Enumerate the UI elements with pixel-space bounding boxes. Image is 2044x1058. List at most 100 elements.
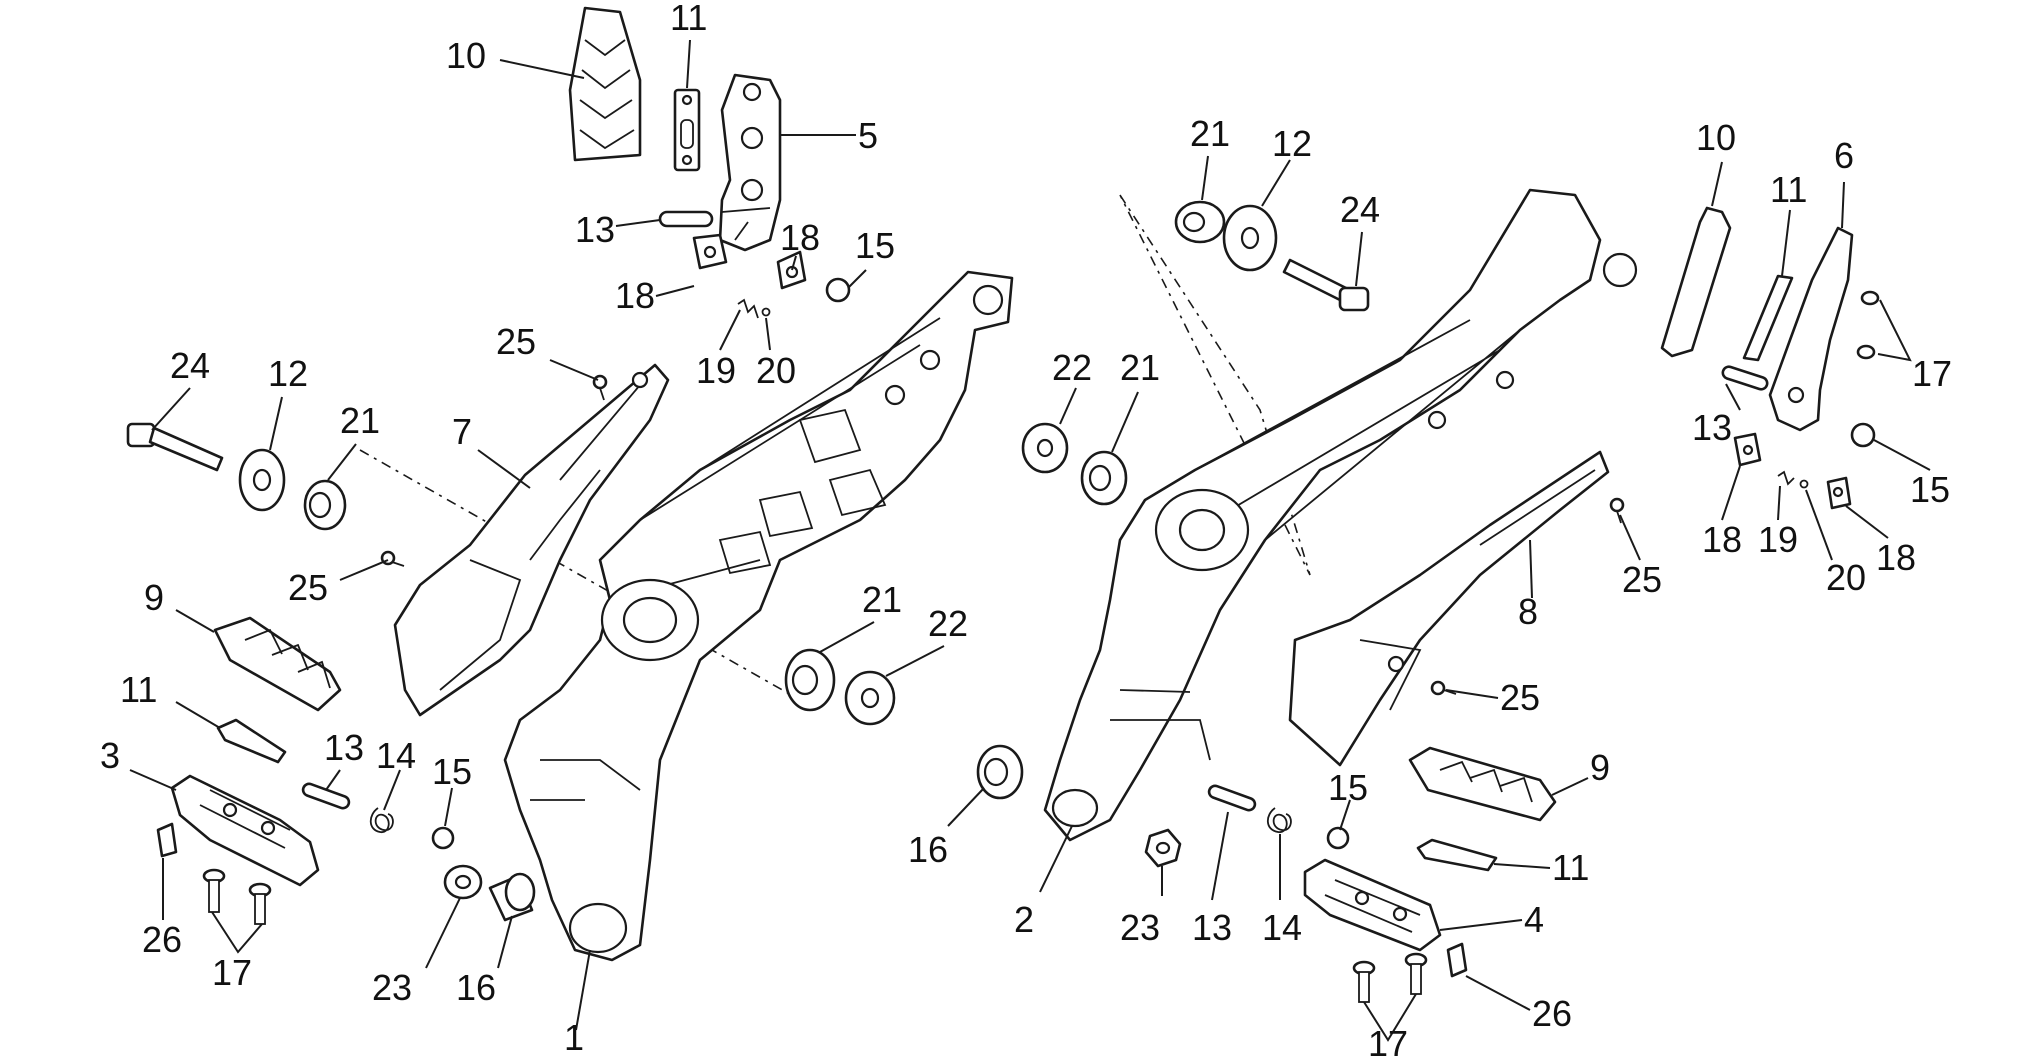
part-17-bolt-left-a bbox=[202, 868, 226, 913]
part-9-rubber-left bbox=[213, 616, 342, 712]
part-13-pin-right-bottom bbox=[1207, 784, 1257, 812]
part-11-plate-top bbox=[673, 88, 701, 172]
part-2-right-bracket bbox=[1043, 188, 1638, 842]
callout-3: 3 bbox=[100, 735, 120, 776]
part-10-rubber-pad-right bbox=[1660, 206, 1732, 358]
callout-15-left: 15 bbox=[432, 751, 472, 792]
callout-26-right: 26 bbox=[1532, 993, 1572, 1034]
part-18-clip-top-b bbox=[776, 250, 807, 290]
part-13-pin-right-top bbox=[1721, 365, 1769, 391]
part-11-plate-left bbox=[216, 718, 287, 764]
callout-18-right-b: 18 bbox=[1876, 537, 1916, 578]
part-26-bolt-left bbox=[156, 822, 178, 858]
callout-18-top-b: 18 bbox=[780, 217, 820, 258]
callout-14-left: 14 bbox=[376, 735, 416, 776]
part-22-washer-center bbox=[844, 670, 896, 726]
part-25-screw-left-b bbox=[380, 550, 405, 567]
axis-left-pivot bbox=[359, 449, 801, 701]
callout-13-right-bottom: 13 bbox=[1192, 907, 1232, 948]
callout-8: 8 bbox=[1518, 591, 1538, 632]
callout-13-left: 13 bbox=[324, 727, 364, 768]
part-13-pin-top bbox=[658, 210, 714, 228]
part-20-ball-right bbox=[1799, 479, 1809, 489]
part-7-left-heel-guard bbox=[393, 363, 670, 717]
callout-20-right: 20 bbox=[1826, 557, 1866, 598]
part-19-spring-top bbox=[737, 298, 759, 319]
callout-25-right: 25 bbox=[1500, 677, 1540, 718]
callout-13-right-top: 13 bbox=[1692, 407, 1732, 448]
part-17-bolt-right-bottom-b bbox=[1404, 952, 1428, 995]
part-22-washer-right bbox=[1021, 422, 1069, 474]
callout-17-right-top: 17 bbox=[1912, 353, 1952, 394]
part-4-right-footpeg bbox=[1303, 858, 1442, 952]
part-16-bushing-right bbox=[976, 744, 1024, 800]
part-24-bolt-right bbox=[1282, 258, 1370, 312]
part-14-spring-right bbox=[1266, 807, 1292, 833]
callout-2: 2 bbox=[1014, 899, 1034, 940]
callout-4: 4 bbox=[1524, 899, 1544, 940]
callout-11-left: 11 bbox=[120, 669, 157, 710]
part-3-left-footpeg bbox=[170, 774, 320, 887]
callout-20-left: 20 bbox=[756, 350, 796, 391]
part-12-washer-right bbox=[1222, 204, 1278, 272]
callout-6: 6 bbox=[1834, 135, 1854, 176]
part-21-bushing-left bbox=[303, 479, 347, 531]
callout-21-left: 21 bbox=[340, 400, 380, 441]
callout-24-right: 24 bbox=[1340, 189, 1380, 230]
part-8-right-heel-guard bbox=[1288, 450, 1610, 767]
callout-26-left: 26 bbox=[142, 919, 182, 960]
callout-21-right-top: 21 bbox=[1190, 113, 1230, 154]
part-11-plate-right-bottom bbox=[1416, 838, 1498, 872]
part-17-bolt-left-b bbox=[248, 882, 272, 925]
callout-16-right: 16 bbox=[908, 829, 948, 870]
callout-24-left: 24 bbox=[170, 345, 210, 386]
callout-18-top-a: 18 bbox=[615, 275, 655, 316]
callout-25-left: 25 bbox=[288, 567, 328, 608]
callout-22-right: 22 bbox=[1052, 347, 1092, 388]
callout-17-right-bottom: 17 bbox=[1368, 1023, 1408, 1058]
part-23-nut-right bbox=[1144, 828, 1182, 868]
callout-1: 1 bbox=[564, 1017, 584, 1058]
part-1-left-bracket bbox=[503, 270, 1014, 962]
callout-15-right-top: 15 bbox=[1910, 469, 1950, 510]
part-25-screw-right-a bbox=[1609, 497, 1625, 524]
callout-23-right: 23 bbox=[1120, 907, 1160, 948]
callout-5: 5 bbox=[858, 115, 878, 156]
part-24-bolt-left bbox=[126, 422, 224, 472]
part-9-rubber-right bbox=[1408, 746, 1557, 822]
part-12-washer-left bbox=[238, 448, 286, 512]
part-20-ball-top bbox=[761, 307, 771, 317]
callout-21-right: 21 bbox=[1120, 347, 1160, 388]
callout-11-top: 11 bbox=[670, 0, 707, 38]
part-23-nut-left bbox=[443, 864, 483, 900]
callout-18-right-a: 18 bbox=[1702, 519, 1742, 560]
callout-7: 7 bbox=[452, 411, 472, 452]
part-17-bolt-right-top bbox=[1856, 290, 1880, 360]
part-18-clip-top-a bbox=[692, 233, 728, 270]
callout-25-top-left: 25 bbox=[496, 321, 536, 362]
callout-9-left: 9 bbox=[144, 577, 164, 618]
callout-10-right: 10 bbox=[1696, 117, 1736, 158]
callout-22-center: 22 bbox=[928, 603, 968, 644]
part-21-bushing-right bbox=[1080, 450, 1128, 506]
callout-12-left: 12 bbox=[268, 353, 308, 394]
part-10-rubber-pad-top bbox=[568, 6, 642, 162]
part-15-circlip-right-top bbox=[1850, 422, 1876, 448]
callout-14-right: 14 bbox=[1262, 907, 1302, 948]
part-15-circlip-right-bottom bbox=[1326, 826, 1350, 850]
part-14-spring-left bbox=[369, 807, 394, 833]
callout-9-right: 9 bbox=[1590, 747, 1610, 788]
part-21-bushing-right-top bbox=[1174, 200, 1226, 244]
part-26-bolt-right bbox=[1446, 942, 1468, 978]
callout-13-top: 13 bbox=[575, 209, 615, 250]
callout-19-right: 19 bbox=[1758, 519, 1798, 560]
part-15-circlip-left bbox=[431, 826, 455, 850]
part-19-spring-right bbox=[1777, 470, 1795, 486]
part-15-circlip-top bbox=[825, 277, 851, 303]
callout-25-right-top: 25 bbox=[1622, 559, 1662, 600]
part-17-bolt-right-bottom-a bbox=[1352, 960, 1376, 1003]
leader-lines bbox=[129, 39, 1931, 1042]
part-25-screw-right-b bbox=[1430, 680, 1457, 696]
callout-labels: 10 11 5 13 18 15 18 25 19 20 24 12 21 7 … bbox=[100, 0, 1952, 1058]
